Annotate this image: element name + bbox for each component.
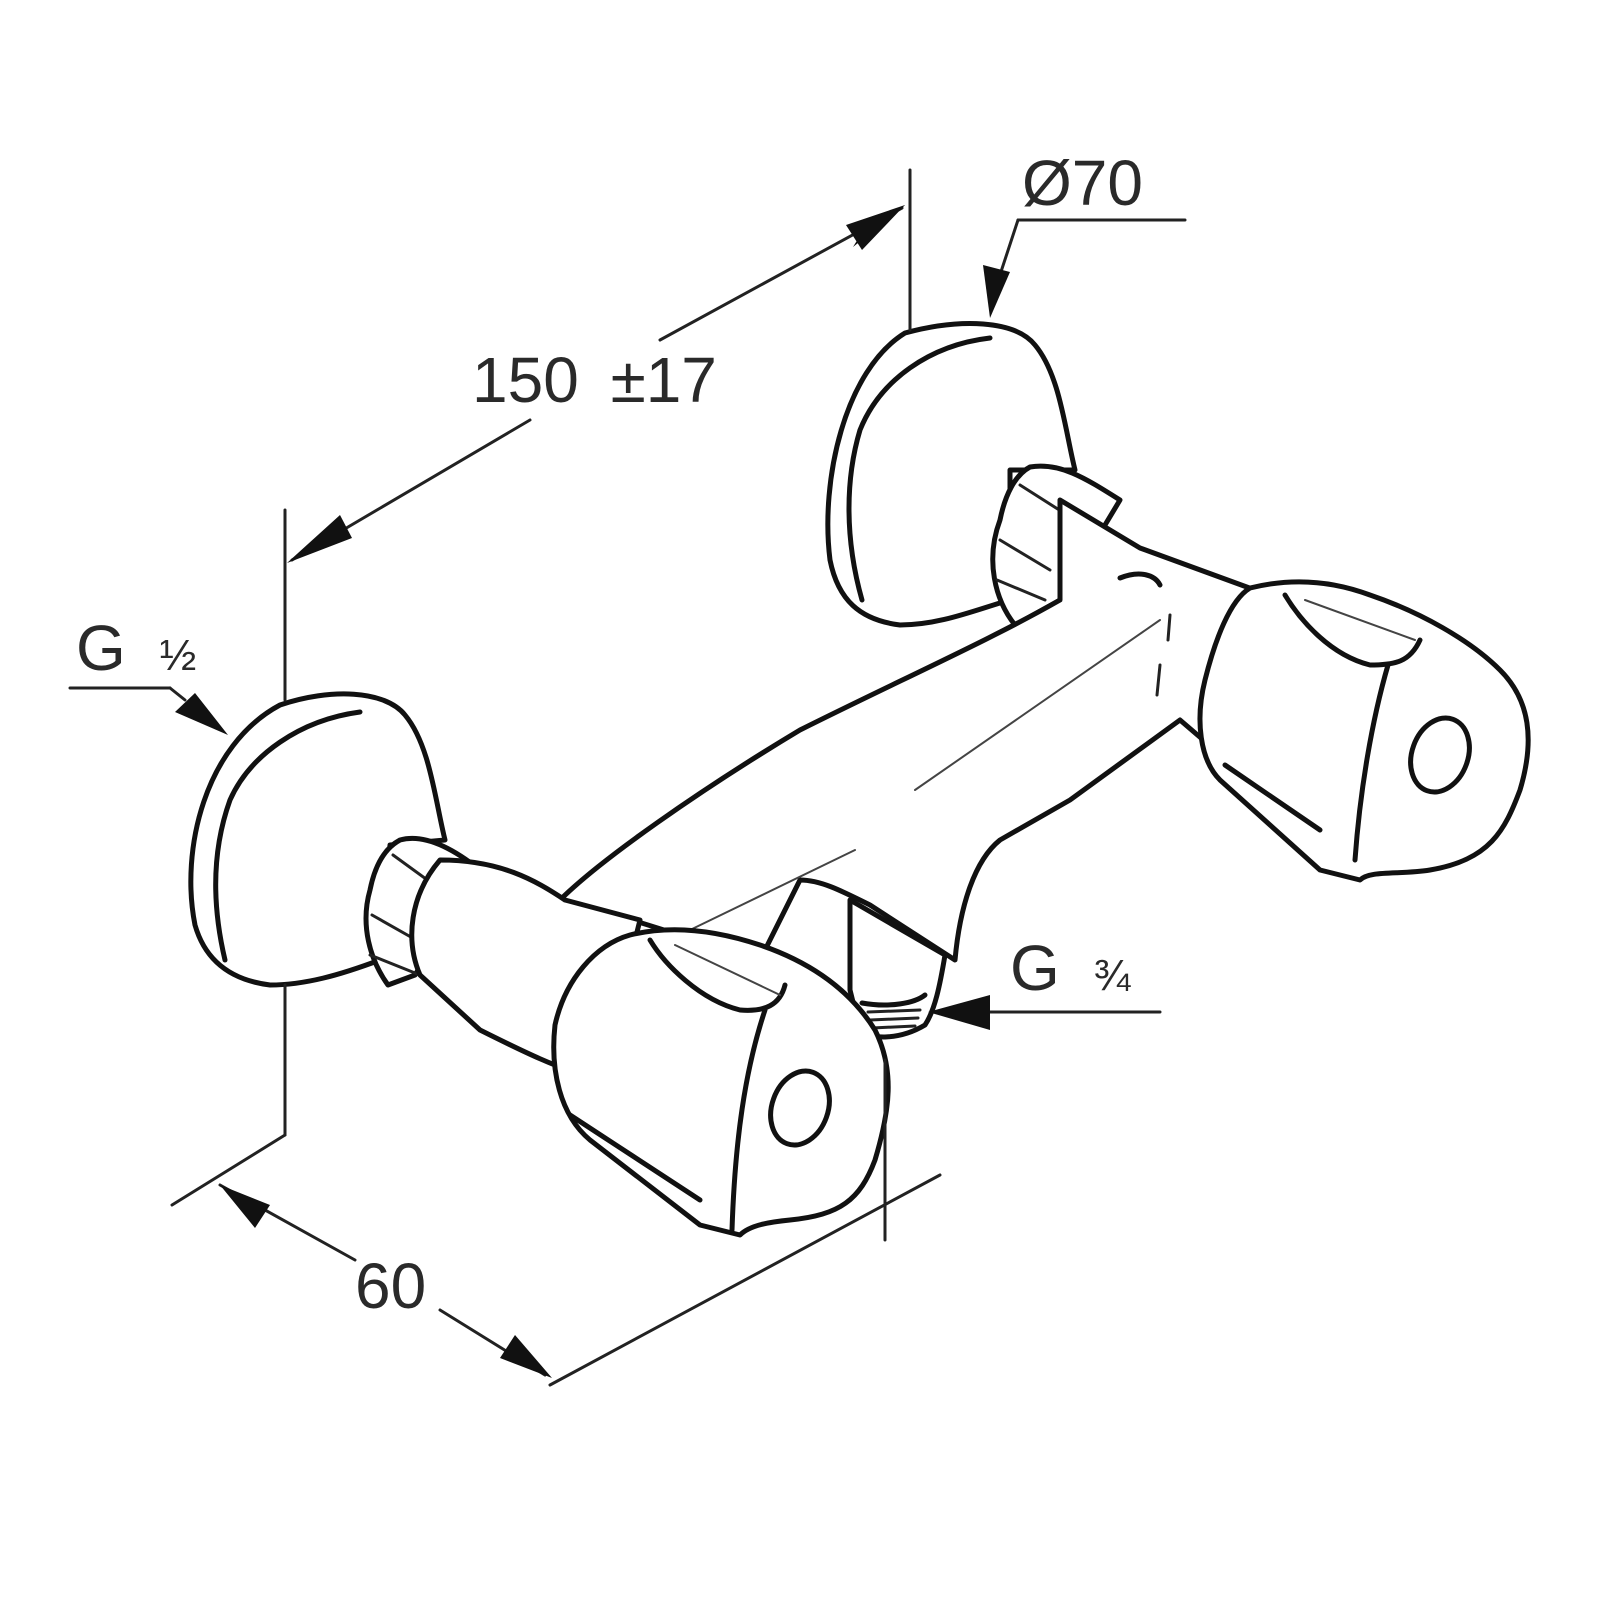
mixer-body bbox=[557, 497, 1258, 963]
outlet-thread-callout bbox=[928, 995, 1162, 1030]
diameter-70-label: Ø70 bbox=[1022, 147, 1143, 219]
right-handle bbox=[1197, 579, 1531, 883]
left-handle bbox=[551, 927, 891, 1238]
inlet-thread-callout bbox=[68, 686, 228, 735]
depth-60-label: 60 bbox=[355, 1250, 426, 1322]
dimension-flange-diameter bbox=[983, 218, 1187, 318]
dimension-center-distance bbox=[283, 168, 912, 702]
dimension-depth bbox=[170, 983, 942, 1387]
right-wall-flange bbox=[825, 321, 1078, 628]
outlet-thread-label: G ¾ bbox=[1010, 932, 1132, 1004]
right-hex-nut bbox=[990, 463, 1123, 628]
inlet-thread-label: G ½ bbox=[76, 612, 196, 684]
dimension-150-label: 150 ±17 bbox=[472, 344, 717, 416]
